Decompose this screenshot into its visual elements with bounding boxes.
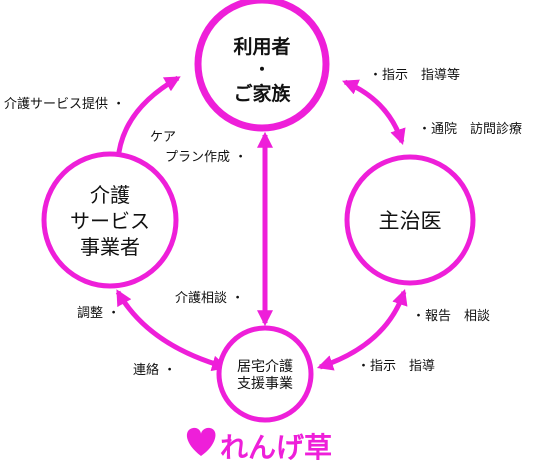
node-user-family-circle — [194, 0, 330, 132]
node-care-support-line2: 支援事業 — [237, 376, 293, 392]
node-care-service-line3: 事業者 — [80, 235, 140, 259]
label-care-plan-line2: プラン作成 ・ — [165, 150, 247, 165]
node-user-family: 利用者 ・ ご家族 — [194, 0, 330, 132]
node-care-support-line1: 居宅介護 — [237, 359, 293, 375]
node-doctor: 主治医 — [344, 154, 476, 286]
node-care-support: 居宅介護 支援事業 — [216, 325, 314, 423]
edge-user-to-doctor — [342, 79, 406, 146]
node-care-support-circle — [216, 325, 314, 423]
label-care-consult: 介護相談 ・ — [175, 290, 244, 306]
heart-icon — [186, 427, 216, 456]
edge-care-service-to-user — [115, 75, 181, 161]
edge-labels: 介護サービス提供 ・ ケア プラン作成 ・ ・指示 指導等 ・通院 訪問診療 介… — [4, 67, 522, 378]
node-doctor-circle — [344, 154, 476, 286]
connections — [115, 75, 408, 372]
label-care-service-provision: 介護サービス提供 ・ — [4, 96, 125, 112]
node-care-service-circle — [41, 151, 179, 289]
node-user-family-line3: ご家族 — [233, 82, 291, 105]
node-care-service: 介護 サービス 事業者 — [41, 151, 179, 289]
edge-care-service-to-care-support — [115, 289, 229, 372]
label-contact: 連絡 ・ — [133, 362, 176, 378]
brand-name: れんげ草 — [220, 431, 332, 464]
label-care-plan-line1: ケア — [150, 130, 176, 145]
brand-logo: れんげ草 — [186, 427, 332, 464]
label-instruction-guidance-bottom: ・指示 指導 — [357, 359, 435, 374]
label-report-consult: ・報告 相談 — [412, 308, 490, 324]
node-user-family-line1: 利用者 — [233, 36, 290, 58]
edge-care-support-to-doctor — [316, 288, 408, 371]
label-adjust: 調整 ・ — [77, 306, 120, 321]
label-instruction-guidance-top: ・指示 指導等 — [369, 67, 460, 83]
node-doctor-line1: 主治医 — [379, 209, 442, 233]
node-care-service-line2: サービス — [70, 209, 150, 233]
node-care-service-line1: 介護 — [90, 183, 130, 207]
label-visit-medical: ・通院 訪問診療 — [418, 121, 522, 137]
node-user-family-line2: ・ — [254, 60, 270, 79]
